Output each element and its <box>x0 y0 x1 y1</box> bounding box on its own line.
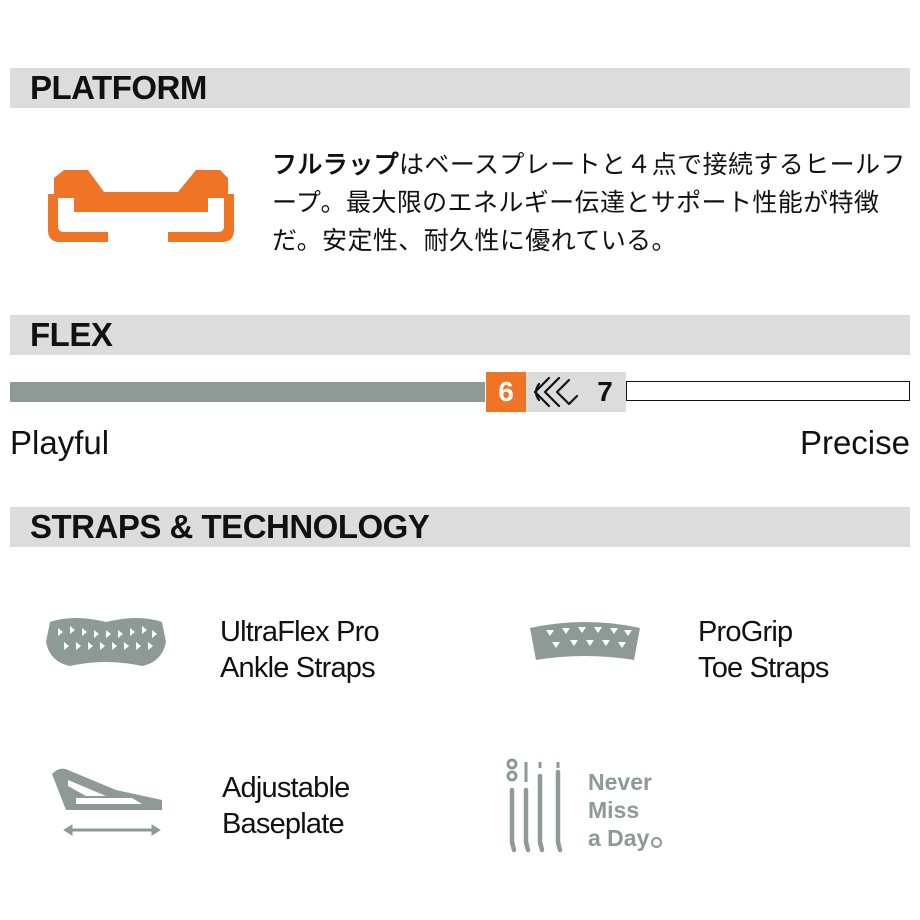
nmad-line: Never <box>588 769 652 795</box>
never-miss-a-day-icon <box>506 758 563 853</box>
tech-label-line: ProGrip <box>698 616 793 648</box>
tech-label-line: Baseplate <box>222 808 345 840</box>
flex-arrows-icon <box>533 376 579 408</box>
section-title: PLATFORM <box>30 69 207 106</box>
ankle-strap-icon <box>46 618 166 666</box>
nmad-line: a Day <box>588 824 663 852</box>
platform-fullwrap-icon <box>48 170 234 242</box>
tech-baseplate-label: Adjustable Baseplate <box>222 770 350 842</box>
tech-label-line: Adjustable <box>222 772 350 804</box>
tech-ankle-straps-label: UltraFlex Pro Ankle Straps <box>220 614 380 686</box>
toe-strap-icon <box>530 622 640 660</box>
baseplate-icon <box>52 768 162 836</box>
tech-label-line: Toe Straps <box>698 652 829 684</box>
platform-description-text: はベースプレートと４点で接続するヒールフープ。最大限のエネルギー伝達とサポート性… <box>272 150 906 255</box>
section-title: FLEX <box>30 316 113 353</box>
never-miss-a-day-label: Never Miss a Day <box>588 768 663 852</box>
platform-description-bold: フルラップ <box>272 150 400 179</box>
platform-description: フルラップはベースプレートと４点で接続するヒールフープ。最大限のエネルギー伝達と… <box>272 146 917 260</box>
flex-value-low: 6 <box>486 372 526 412</box>
flex-scale-filled <box>10 382 485 402</box>
section-header-flex: FLEX <box>10 315 910 355</box>
flex-scale-empty <box>626 381 910 401</box>
section-title: STRAPS & TECHNOLOGY <box>30 508 430 545</box>
tech-label-line: Ankle Straps <box>220 652 376 684</box>
nmad-line: Miss <box>588 797 640 823</box>
nmad-dot-icon <box>651 837 663 848</box>
tech-toe-straps-label: ProGrip Toe Straps <box>698 614 829 686</box>
flex-label-precise: Precise <box>799 424 910 461</box>
tech-label-line: UltraFlex Pro <box>220 616 380 648</box>
flex-value-high: 7 <box>584 372 626 412</box>
section-header-straps: STRAPS & TECHNOLOGY <box>10 507 910 547</box>
nmad-line-text: a Day <box>588 825 650 851</box>
flex-label-playful: Playful <box>10 424 110 461</box>
section-header-platform: PLATFORM <box>10 68 910 108</box>
